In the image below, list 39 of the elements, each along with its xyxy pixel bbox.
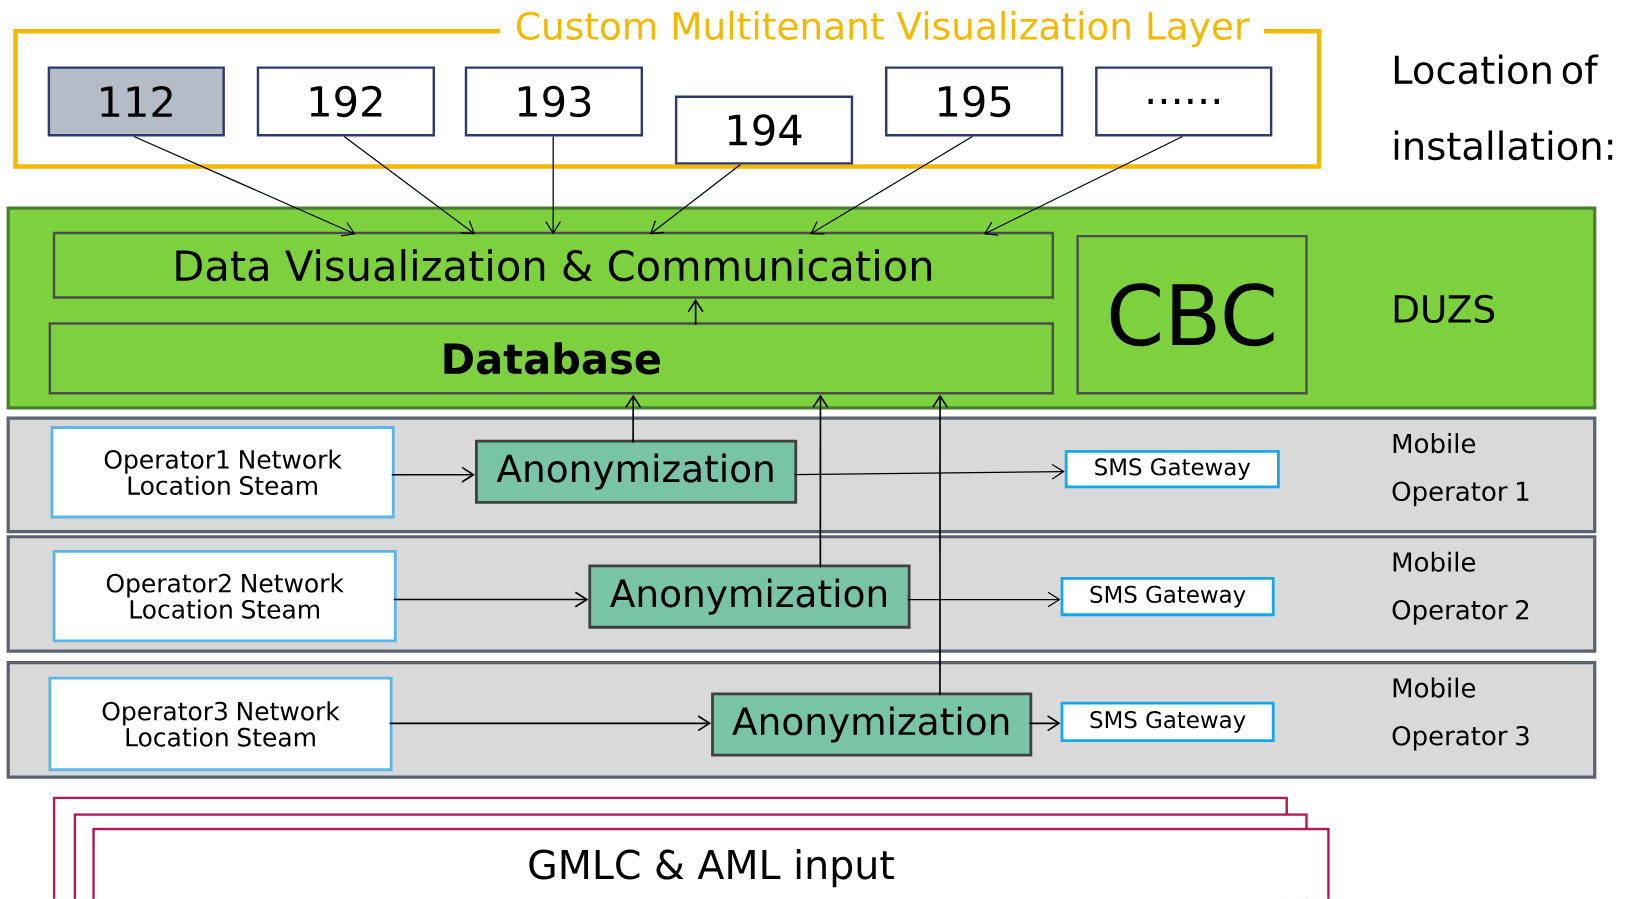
band-label: DUZS: [1394, 294, 1495, 324]
stream-box: Operator1 Network Location Steam: [50, 426, 395, 519]
gateway-box: SMS Gateway: [1060, 701, 1275, 743]
process-box: Data Visualization & Communication: [52, 231, 1054, 299]
cbc-box: CBC: [1076, 235, 1308, 395]
arrow: [812, 394, 829, 569]
arrow: [390, 466, 475, 483]
layer-heading: Custom Multitenant Visualization Layer: [500, 11, 1264, 48]
number-box: 194: [674, 95, 854, 165]
arrow: [133, 135, 356, 237]
arrow: [625, 394, 642, 444]
anonymization-box: Anonymization: [588, 564, 911, 629]
arrow: [388, 715, 712, 732]
arrow: [393, 591, 589, 608]
number-box: 193: [464, 66, 644, 137]
stream-box: Operator3 Network Location Steam: [48, 676, 393, 772]
arrow: [545, 135, 562, 235]
input-stack: GMLC & AML input: [52, 796, 1330, 899]
arrow: [649, 164, 742, 235]
location-note: Location of installation:: [1394, 54, 1613, 161]
arrow: [343, 135, 476, 235]
band-label: Mobile Operator 2: [1392, 551, 1529, 625]
gateway-box: SMS Gateway: [1060, 577, 1275, 617]
number-box: 195: [885, 66, 1064, 137]
process-box: Database: [48, 322, 1054, 395]
band-label: Mobile Operator 3: [1392, 677, 1529, 751]
number-box: ......: [1095, 66, 1273, 137]
arrow: [1028, 715, 1061, 732]
number-box: 112: [47, 66, 225, 137]
arrow: [793, 463, 1065, 480]
arrow: [687, 298, 704, 326]
arrow: [931, 394, 949, 697]
arrow: [907, 591, 1061, 608]
number-box: 192: [256, 66, 435, 137]
gateway-box: SMS Gateway: [1064, 450, 1280, 489]
anonymization-box: Anonymization: [475, 439, 798, 504]
stream-box: Operator2 Network Location Steam: [52, 550, 397, 643]
anonymization-box: Anonymization: [711, 692, 1033, 757]
band-label: Mobile Operator 1: [1392, 433, 1529, 507]
